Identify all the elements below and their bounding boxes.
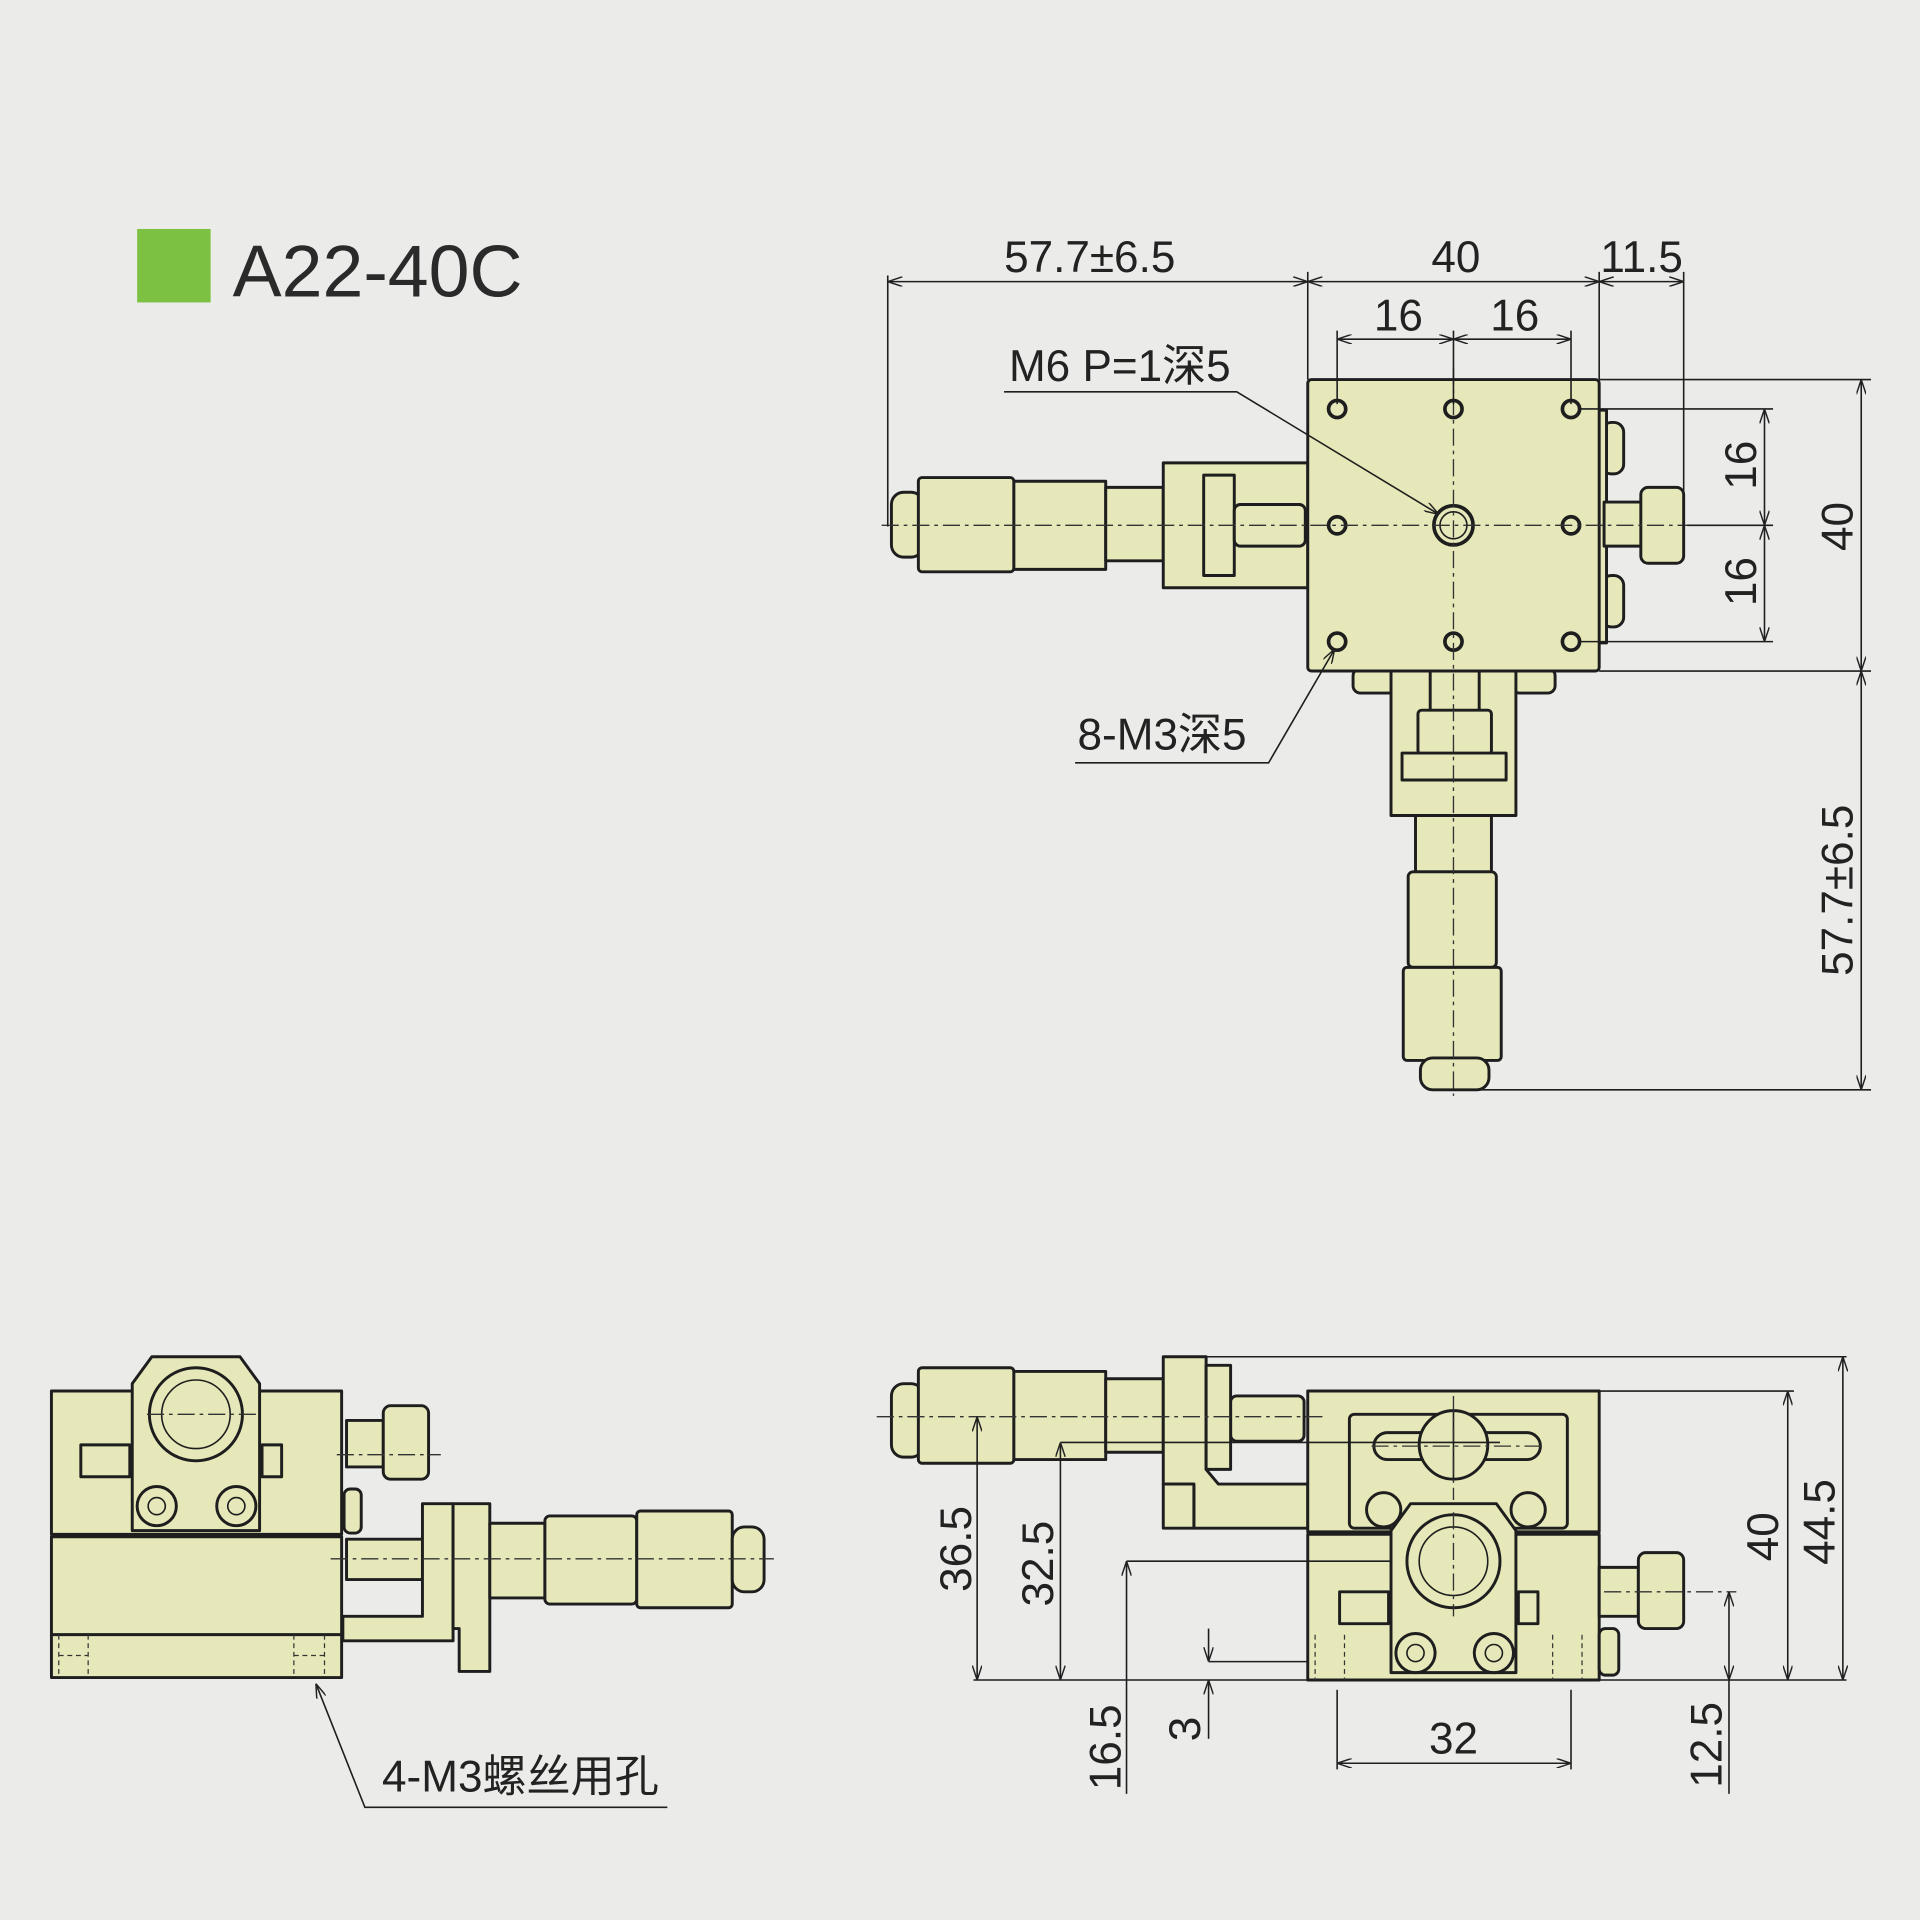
dim-12-5: 12.5 <box>1683 1702 1732 1788</box>
front-dimensions: 36.5 32.5 16.5 3 40 44.5 12.5 32 <box>932 1355 1847 1794</box>
dim-36-5: 36.5 <box>932 1506 981 1592</box>
note-base-holes: 4-M3螺丝用孔 <box>382 1752 659 1801</box>
top-dimensions: 57.7±6.5 40 11.5 16 16 16 16 40 57.7±6.5 <box>886 233 1872 1091</box>
dim-pitch-right: 16 <box>1490 292 1539 341</box>
dim-16-5: 16.5 <box>1081 1704 1130 1790</box>
dim-knob: 11.5 <box>1600 233 1683 282</box>
note-mount-holes: 8-M3深5 <box>1078 710 1247 759</box>
dim-32-5: 32.5 <box>1014 1521 1063 1607</box>
dim-height: 40 <box>1814 502 1863 551</box>
front-view: 36.5 32.5 16.5 3 40 44.5 12.5 32 <box>876 1355 1847 1794</box>
dim-width: 40 <box>1431 233 1480 282</box>
model-name: A22-40C <box>233 229 523 312</box>
model-title: A22-40C <box>137 228 523 312</box>
top-view: 57.7±6.5 40 11.5 16 16 16 16 40 57.7±6.5 <box>881 233 1872 1096</box>
dim-pitch-lower: 16 <box>1717 557 1766 606</box>
dim-44-5: 44.5 <box>1795 1479 1844 1565</box>
dim-y-travel: 57.7±6.5 <box>1814 805 1863 976</box>
note-center-hole: M6 P=1深5 <box>1009 342 1231 391</box>
lock-screw <box>1595 408 1686 645</box>
dim-x-travel: 57.7±6.5 <box>1004 233 1175 282</box>
side-view: 4-M3螺丝用孔 <box>49 1355 774 1809</box>
dim-pitch-upper: 16 <box>1717 441 1766 490</box>
dim-40: 40 <box>1739 1512 1788 1561</box>
dim-pitch-left: 16 <box>1374 292 1423 341</box>
model-color-swatch <box>137 228 211 303</box>
dim-32: 32 <box>1429 1714 1478 1763</box>
dim-3: 3 <box>1161 1717 1210 1742</box>
